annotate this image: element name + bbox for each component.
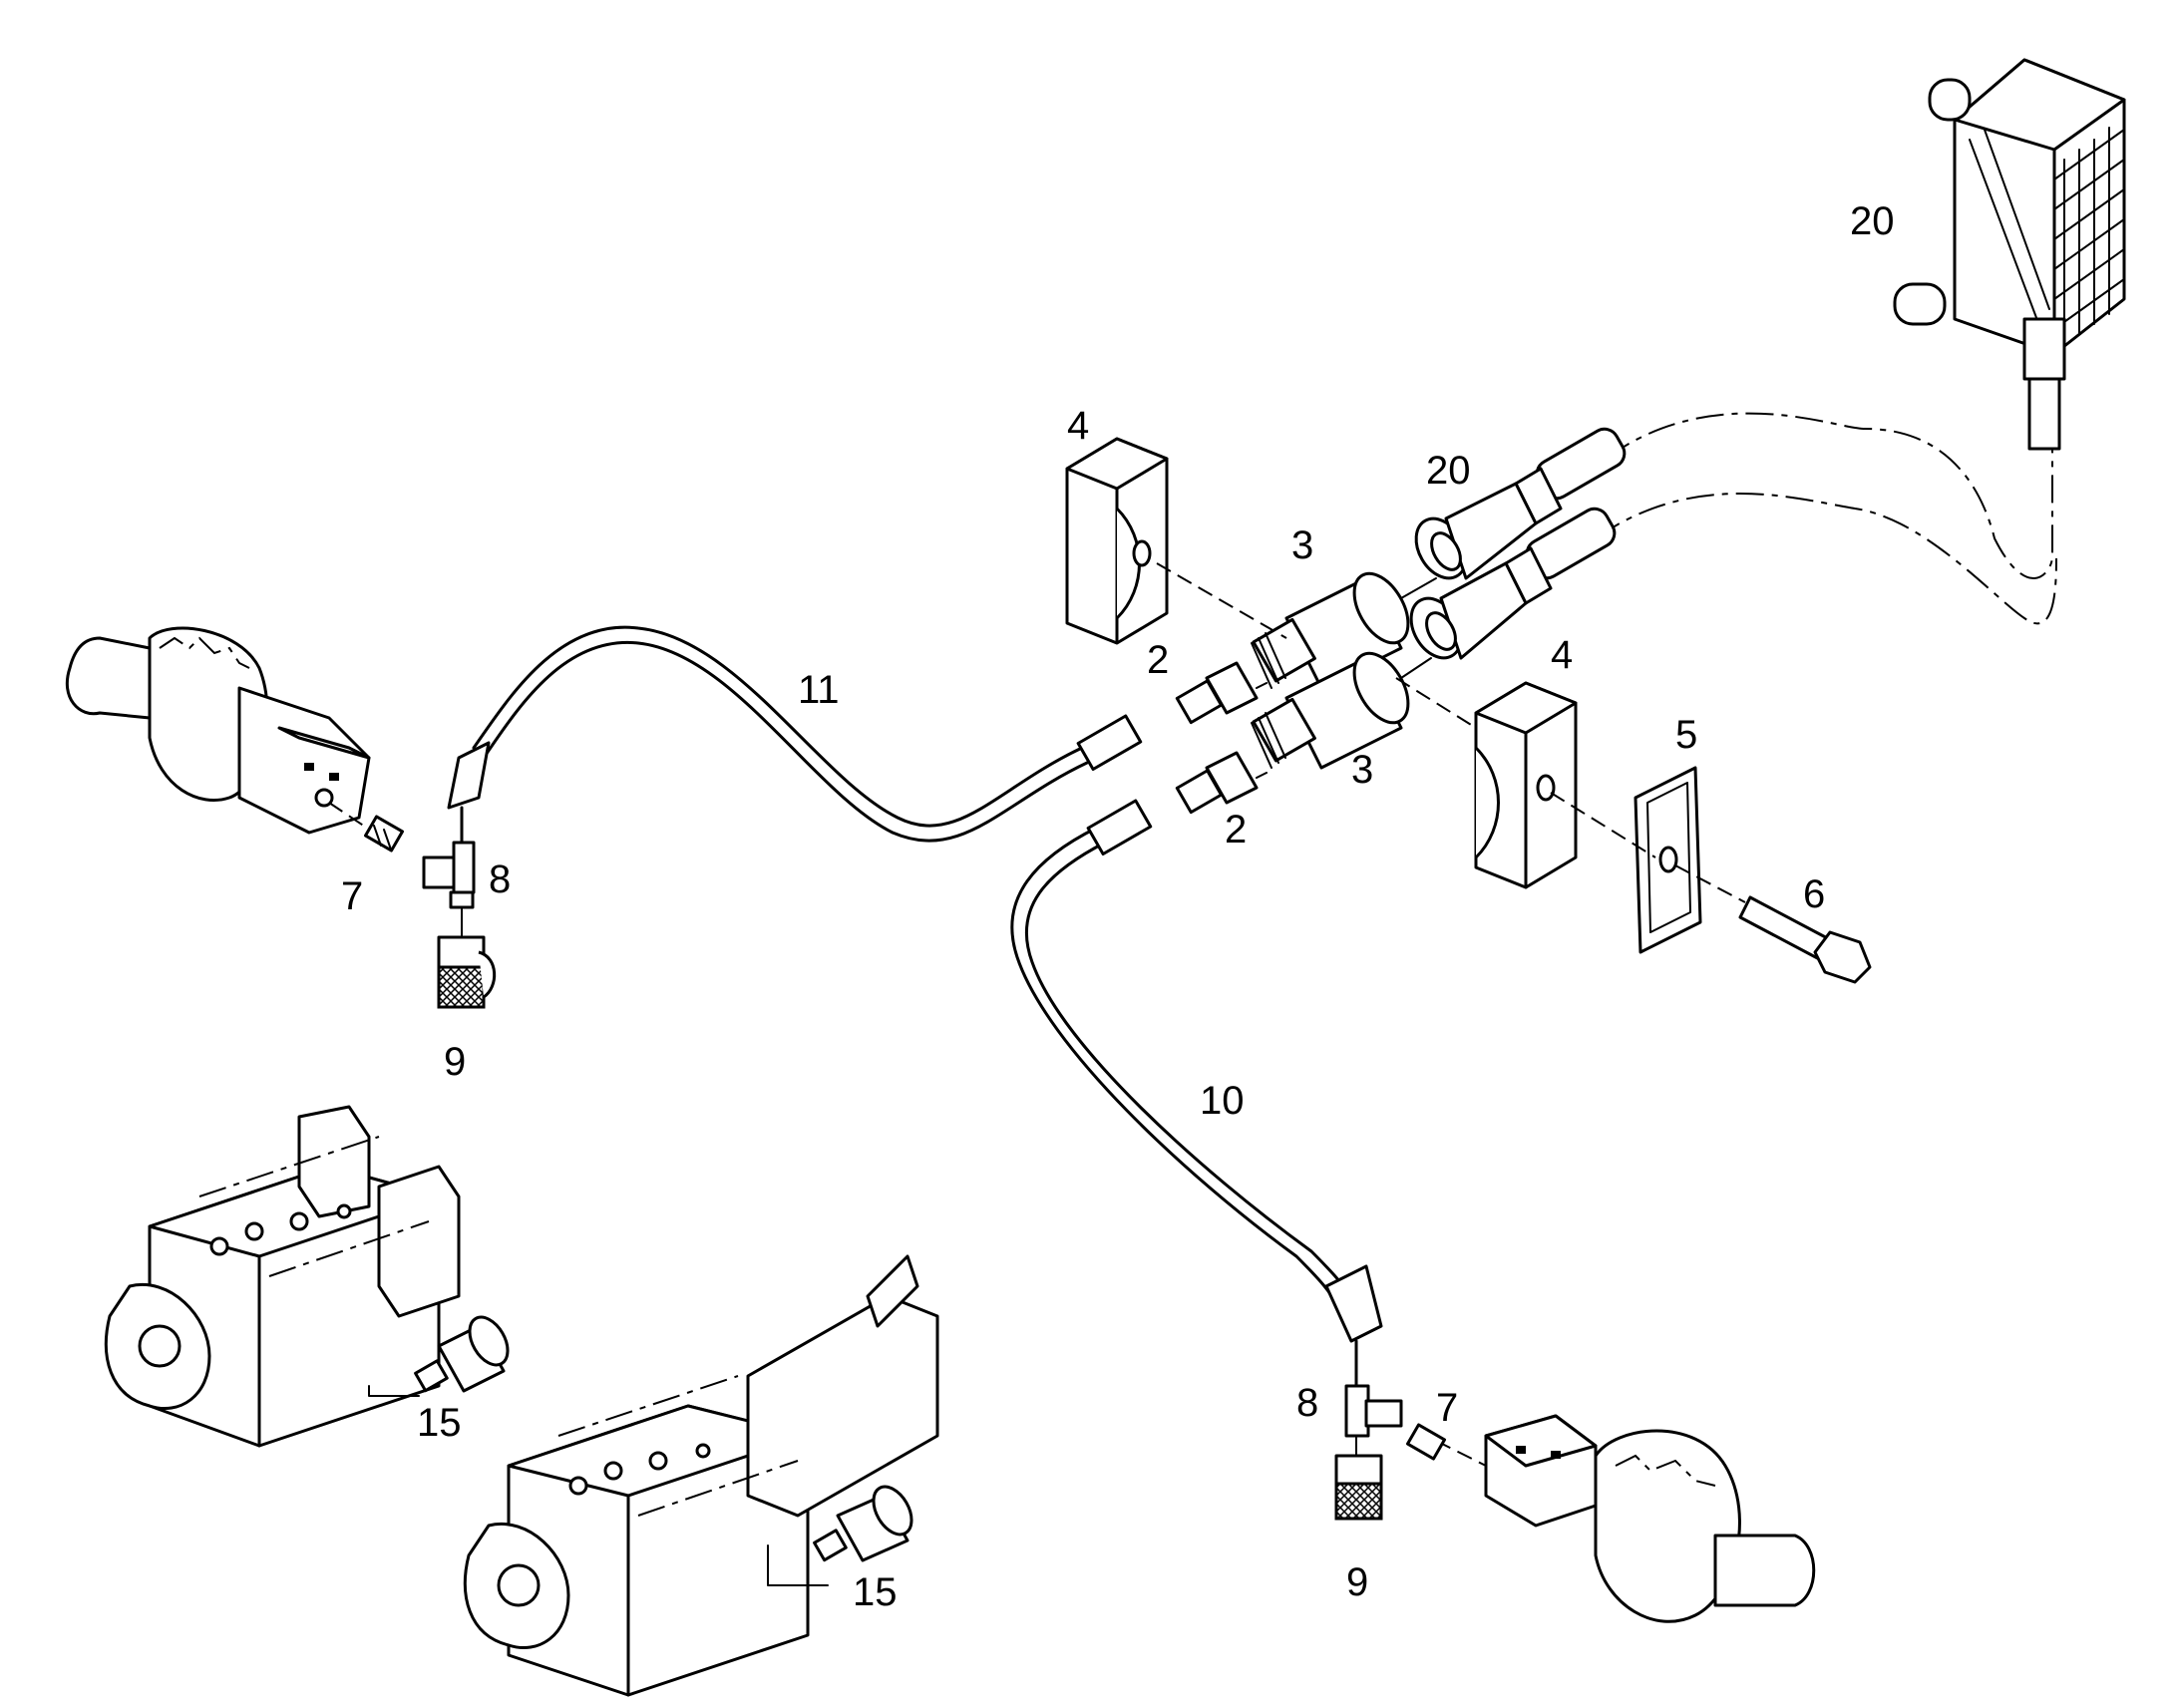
cable-connector-upper-part-20 (1414, 427, 1627, 580)
hydraulic-motor-right (1484, 1414, 1816, 1623)
callout-8-left: 8 (489, 857, 511, 901)
clamp-half-lower-part-4 (1474, 681, 1578, 889)
tee-left-part-8 (422, 806, 476, 909)
callout-20-mid: 20 (1426, 449, 1471, 493)
callout-15-left: 15 (417, 1401, 462, 1445)
pressure-sensor-lower-part-3 (1251, 651, 1410, 770)
bolt-part-6 (1738, 895, 1872, 984)
callout-9-left: 9 (444, 1040, 466, 1084)
hydraulic-pump-right (463, 1254, 939, 1697)
callout-3-top: 3 (1291, 523, 1313, 567)
tee-right-part-8 (1344, 1339, 1403, 1438)
callout-5: 5 (1675, 713, 1697, 757)
fitting-right-part-7 (1406, 1423, 1446, 1461)
plate-part-5 (1634, 766, 1702, 954)
sensor-right-part-15 (813, 1485, 913, 1562)
test-coupling-right-part-9 (1334, 1454, 1383, 1521)
callout-4-right: 4 (1551, 633, 1573, 677)
callout-3-bottom: 3 (1351, 748, 1373, 792)
adapter-upper-part-2 (1175, 661, 1259, 725)
callout-7-right: 7 (1436, 1386, 1458, 1430)
adapter-lower-part-2 (1175, 751, 1259, 815)
clamp-half-upper-part-4 (1065, 437, 1169, 645)
callout-8-right: 8 (1296, 1381, 1318, 1425)
hydraulic-pump-left (104, 1105, 461, 1448)
wiring-route-lines (1595, 412, 2057, 625)
callout-9-right: 9 (1346, 1560, 1368, 1604)
cable-connector-lower (1409, 507, 1617, 660)
sensor-left-part-15 (414, 1315, 510, 1393)
fitting-left-part-7 (364, 815, 404, 853)
hydraulic-motor-left (65, 626, 371, 835)
test-coupling-left-part-9 (437, 935, 497, 1009)
callout-4-top: 4 (1067, 404, 1089, 448)
hose-part-10 (1010, 799, 1383, 1343)
hose-part-11 (447, 625, 1143, 843)
callout-7-left: 7 (341, 874, 363, 918)
control-unit-part-20 (1893, 58, 2126, 451)
callout-2-bottom: 2 (1225, 808, 1247, 852)
callout-20-top: 20 (1850, 199, 1895, 243)
callout-6: 6 (1803, 872, 1825, 916)
callout-10: 10 (1200, 1079, 1245, 1123)
callout-11: 11 (798, 668, 840, 712)
callout-2-top: 2 (1147, 638, 1169, 682)
callout-15-right: 15 (853, 1570, 898, 1614)
